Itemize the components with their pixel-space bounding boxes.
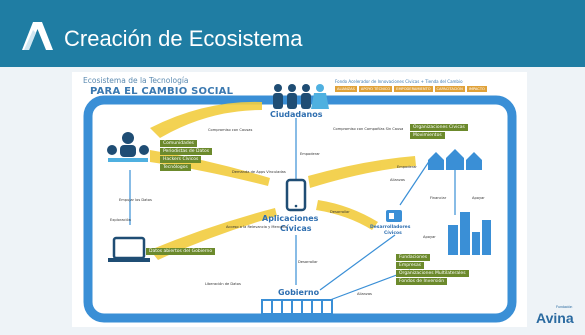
edge-label: Desarrollar	[330, 210, 350, 214]
edge-label: Alianzas	[390, 178, 405, 182]
fund-tag: APOYO TÉCNICO	[358, 86, 393, 92]
edge-label: Compromiso con Causas	[208, 128, 253, 132]
ecosystem-diagram	[72, 72, 527, 327]
group-label: Hackers Cívicos	[160, 156, 202, 163]
open-data-box: Datos abiertos del Gobierno	[146, 248, 216, 255]
citizens-icon	[273, 84, 329, 109]
city-skyline-icon	[448, 212, 491, 255]
diagram-header-line2: PARA EL CAMBIO SOCIAL	[90, 86, 234, 97]
government-building-icon	[261, 299, 333, 315]
funder-label: Fundaciones	[396, 254, 431, 261]
apps-label-line2: Cívicas	[280, 224, 312, 233]
phone-icon	[285, 178, 307, 212]
outer-loop	[83, 95, 517, 323]
fund-tag: EMPODERAMIENTO	[394, 86, 433, 92]
edge-label: Financiar	[430, 196, 447, 200]
arrow-developers-orgs	[399, 159, 431, 206]
funder-label: Empresas	[396, 262, 425, 269]
community-people-icon	[107, 132, 149, 162]
group-label: Periodistas de Datos	[160, 148, 213, 155]
funder-label: Organizaciones Multilaterales	[396, 270, 469, 277]
community-groups: Comunidades Periodistas de Datos Hackers…	[160, 140, 213, 171]
civic-org-label: Movimientos	[410, 132, 445, 139]
edge-label: Empoderar	[397, 165, 417, 169]
fund-tags: ALIANZAS APOYO TÉCNICO EMPODERAMIENTO CA…	[335, 86, 487, 92]
arrow-apps-to-open-data	[150, 208, 277, 260]
edge-label: Liberación de Datos	[205, 282, 241, 286]
group-label: Tecnólogos	[160, 164, 191, 171]
edge-label: Empoderar	[300, 152, 320, 156]
civic-org-label: Organizaciones Cívicas	[410, 124, 468, 131]
developers-label: Desarrolladores	[370, 225, 411, 230]
arrow-communities-to-citizens	[150, 101, 262, 138]
brand-logo: Avina	[536, 310, 574, 326]
edge-label: Alianzas	[357, 292, 372, 296]
edge-label: Acceso a la Relevancia y Mercado	[226, 225, 287, 229]
edge-label: Exploración	[110, 218, 132, 222]
citizens-label: Ciudadanos	[270, 110, 323, 119]
arrow-developers-to-apps	[316, 200, 378, 230]
houses-icon	[428, 149, 482, 170]
government-label: Gobierno	[278, 288, 320, 297]
arrow-gov-developers	[319, 234, 396, 291]
arrow-apps-to-civic-orgs	[308, 156, 416, 188]
funders-box: Fundaciones Empresas Organizaciones Mult…	[396, 254, 469, 285]
open-data-label: Datos abiertos del Gobierno	[146, 248, 216, 255]
developer-badge-icon	[386, 210, 402, 222]
edge-label: Demanda de Apps Vinculadas	[232, 170, 286, 174]
funder-label: Fondos de Inversión	[396, 278, 448, 285]
edge-label: Empujar los Datos	[119, 198, 152, 202]
apps-label-line1: Aplicaciones	[262, 214, 319, 223]
edge-label: Apoyar	[423, 235, 436, 239]
civic-orgs-box: Organizaciones Cívicas Movimientos	[410, 124, 468, 139]
fund-tag: CAPACITACIÓN	[434, 86, 465, 92]
laptop-icon	[108, 236, 150, 262]
fund-label: Fondo Acelerador de Innovaciones Cívicas…	[335, 79, 463, 84]
fund-tag: IMPACTO	[466, 86, 487, 92]
edge-label: Compromiso con Compañías Sin Causa	[333, 127, 404, 131]
title-bar: Creación de Ecosistema	[0, 0, 585, 67]
triangle-logo-icon	[22, 22, 53, 50]
slide-title: Creación de Ecosistema	[64, 26, 303, 51]
edge-label: Apoyar	[472, 196, 485, 200]
diagram-header-line1: Ecosistema de la Tecnología	[83, 76, 189, 85]
group-label: Comunidades	[160, 140, 197, 147]
fund-tag: ALIANZAS	[335, 86, 357, 92]
brand-small: Fundación	[556, 305, 573, 309]
edge-label: Desarrollar	[298, 260, 318, 264]
developers-sub-label: Cívicos	[384, 231, 402, 236]
